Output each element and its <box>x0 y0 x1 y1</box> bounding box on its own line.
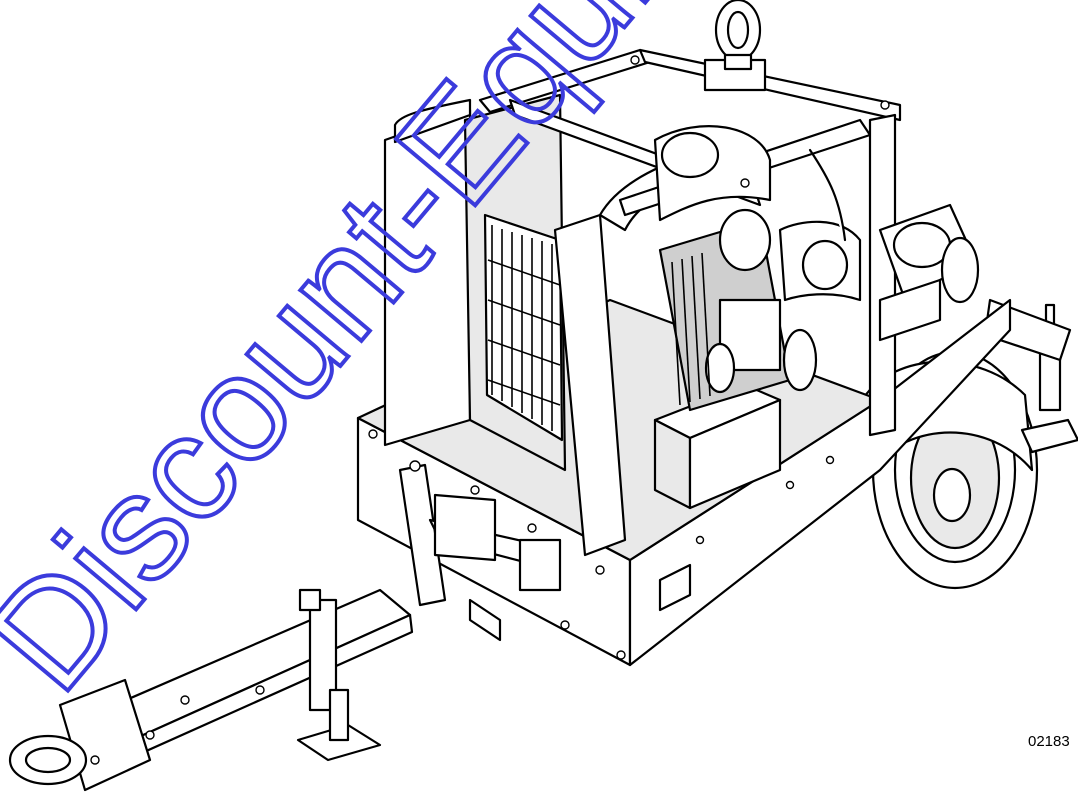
front-jack-stand <box>296 588 382 762</box>
engine-radiator-core <box>671 252 711 406</box>
engine-block <box>653 125 862 412</box>
radiator-grille <box>487 225 561 431</box>
pump-housing <box>878 203 980 342</box>
frame-bolts <box>90 55 890 765</box>
figure-number: 02183 <box>1028 733 1070 750</box>
battery-box <box>653 383 782 510</box>
